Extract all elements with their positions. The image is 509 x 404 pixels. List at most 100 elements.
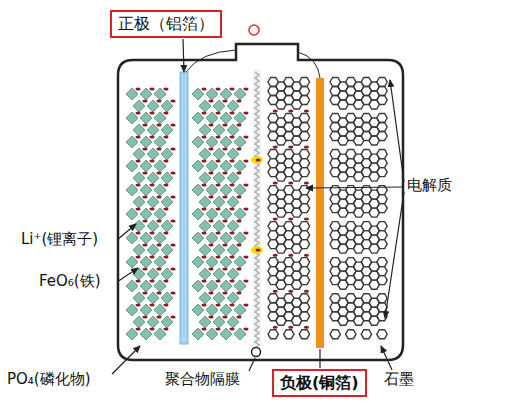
lithium-dot [304, 290, 309, 293]
lithium-dot [243, 208, 248, 211]
leader-line [390, 80, 404, 182]
graphite-hexagon [284, 330, 294, 339]
graphite-hexagon [353, 244, 363, 253]
lithium-dot [142, 316, 147, 319]
terminal-symbol [249, 25, 259, 35]
leader-line [117, 268, 138, 282]
lithium-dot [222, 124, 227, 127]
electrode-name: 负极(铜箔) [280, 373, 359, 393]
graphite-hexagon [338, 136, 348, 145]
lithium-dot [142, 100, 147, 103]
leader-line [117, 224, 136, 240]
lithium-dot [135, 280, 140, 283]
lithium-dot [243, 280, 248, 283]
lithium-dot [156, 292, 161, 295]
lithium-dot [236, 220, 241, 223]
lithium-dot [170, 268, 175, 271]
lithium-dot [163, 304, 168, 307]
lithium-dot [163, 88, 168, 91]
battery-casing [118, 44, 403, 360]
lithium-dot [288, 290, 293, 293]
tab-wire [298, 52, 320, 78]
lithium-dot [208, 268, 213, 271]
lithium-dot [304, 218, 309, 221]
lithium-dot [273, 110, 278, 113]
lithium-dot [288, 218, 293, 221]
part-label: 电解质 [406, 176, 453, 195]
lithium-dot [170, 220, 175, 223]
graphite-hexagon [346, 330, 356, 339]
lithium-ion [251, 156, 263, 164]
lithium-dot [229, 328, 234, 331]
lithium-dot [229, 112, 234, 115]
lithium-dot [163, 184, 168, 187]
graphite-hexagon [353, 136, 363, 145]
lithium-dot [135, 328, 140, 331]
lithium-dot [149, 112, 154, 115]
lithium-dot [149, 208, 154, 211]
lithium-dot [201, 160, 206, 163]
graphite-hexagon [361, 330, 371, 339]
graphite-hexagon [353, 100, 363, 109]
lithium-dot [215, 208, 220, 211]
lithium-dot [222, 100, 227, 103]
graphite-hexagon [369, 136, 379, 145]
graphite-hexagon [369, 316, 379, 325]
graphite-hexagon [291, 172, 301, 181]
lithium-dot [142, 148, 147, 151]
lithium-dot [156, 148, 161, 151]
lithium-dot [201, 232, 206, 235]
lithium-dot [135, 112, 140, 115]
lithium-dot [142, 220, 147, 223]
lithium-dot [236, 148, 241, 151]
graphite-layers [268, 78, 387, 339]
leader-line [112, 346, 140, 374]
graphite-hexagon [377, 330, 387, 339]
lithium-dot [273, 326, 278, 329]
lithium-dot [208, 172, 213, 175]
lithium-dot [201, 136, 206, 139]
lithium-dot [170, 172, 175, 175]
lithium-dot [201, 304, 206, 307]
lithium-dot [222, 196, 227, 199]
lithium-dot [288, 254, 293, 257]
lithium-dot [201, 184, 206, 187]
lithium-dot [288, 146, 293, 149]
graphite-hexagon [369, 172, 379, 181]
lithium-dot [243, 232, 248, 235]
lithium-dot [304, 326, 309, 329]
lithium-dot [222, 220, 227, 223]
lithium-dot [142, 196, 147, 199]
terminal-symbol [252, 348, 261, 357]
graphite-hexagon [291, 280, 301, 289]
label-box: 正极（铝箔） [110, 10, 222, 38]
lithium-dot [304, 110, 309, 113]
graphite-hexagon [299, 330, 309, 339]
lithium-dot [215, 256, 220, 259]
lithium-dot [135, 88, 140, 91]
lithium-dot [236, 172, 241, 175]
tab-wire [186, 50, 236, 72]
lithium-dot [215, 160, 220, 163]
lithium-dot [170, 316, 175, 319]
lithium-dot [243, 112, 248, 115]
lithium-dot [163, 208, 168, 211]
lithium-dot [256, 249, 261, 252]
part-label: 石墨 [383, 370, 415, 389]
lithium-dot [170, 100, 175, 103]
lithium-dot [142, 172, 147, 175]
graphite-hexagon [353, 316, 363, 325]
graphite-hexagon [291, 244, 301, 253]
lithium-dot [273, 218, 278, 221]
lithium-dot [236, 292, 241, 295]
graphite-hexagon [338, 244, 348, 253]
graphite-hexagon [369, 100, 379, 109]
graphite-hexagon [338, 100, 348, 109]
lithium-dot [156, 124, 161, 127]
lithium-dot [208, 316, 213, 319]
graphite-hexagon [276, 280, 286, 289]
leader-line [385, 192, 404, 318]
graphite-hexagon [353, 280, 363, 289]
leader-line [381, 346, 392, 370]
